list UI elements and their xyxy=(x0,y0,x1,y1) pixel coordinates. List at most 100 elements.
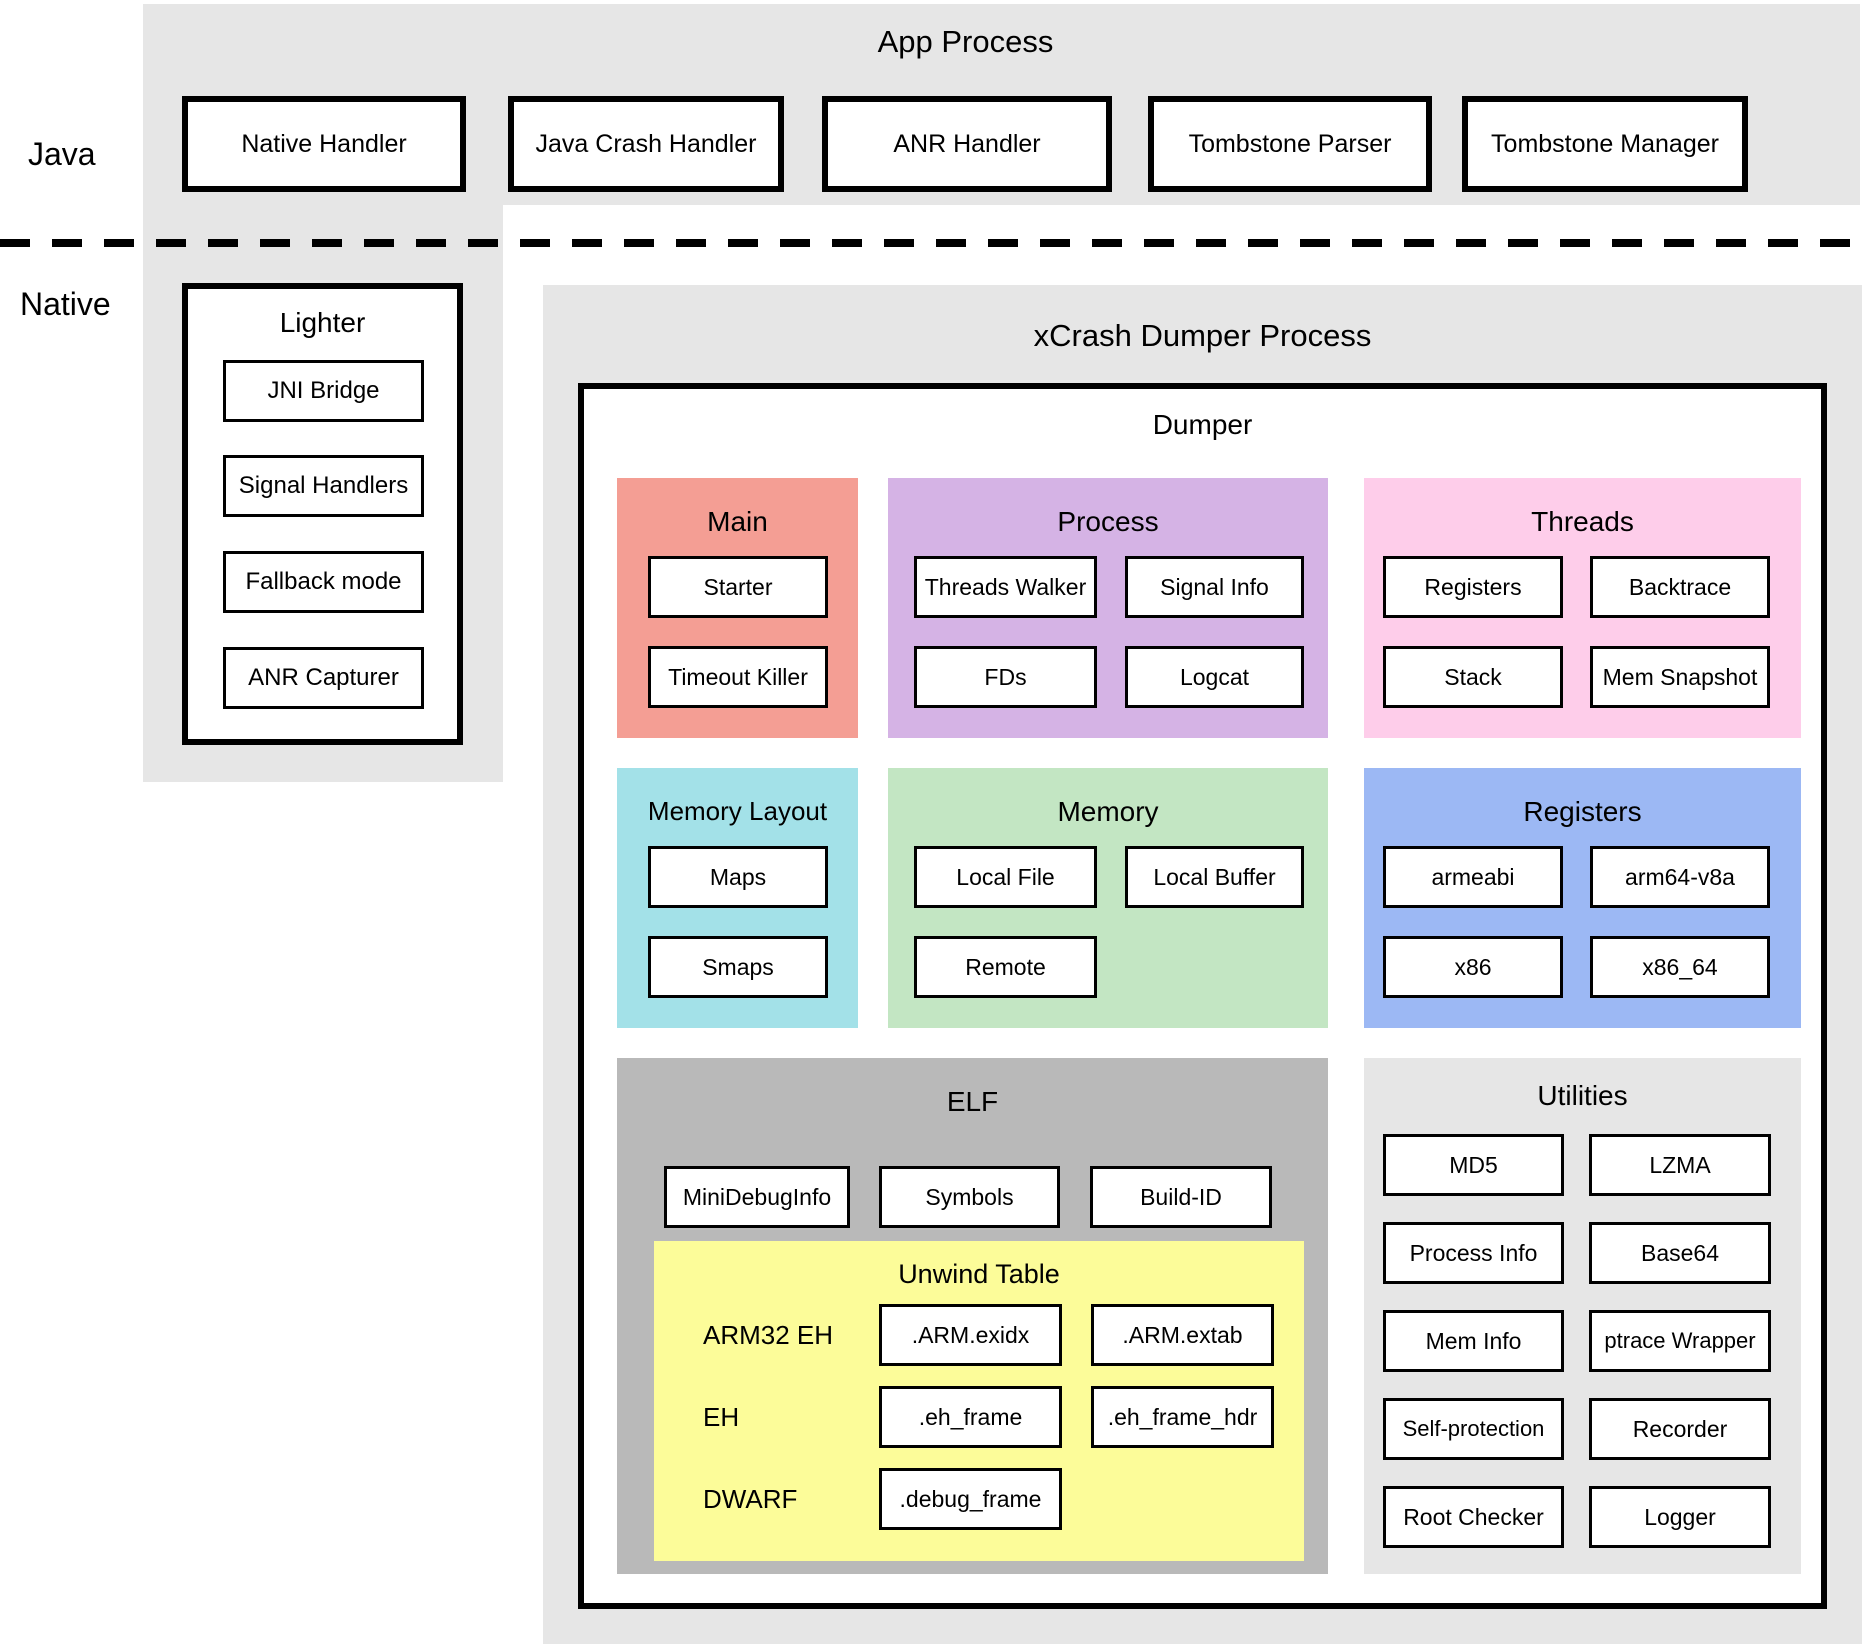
panel-main-title: Main xyxy=(707,506,768,537)
box-eh-frame-hdr-label: .eh_frame_hdr xyxy=(1107,1403,1258,1430)
box-anr-handler-label: ANR Handler xyxy=(893,129,1041,158)
box-threads-walker: Threads Walker xyxy=(914,556,1097,618)
panel-memory-layout: Memory Layout Maps Smaps xyxy=(617,768,858,1028)
unwind-row-eh-label: EH xyxy=(703,1401,740,1432)
box-minidebuginfo: MiniDebugInfo xyxy=(664,1166,850,1228)
box-tombstone-parser: Tombstone Parser xyxy=(1148,96,1432,192)
box-signal-handlers: Signal Handlers xyxy=(223,455,424,517)
box-logcat: Logcat xyxy=(1125,646,1304,708)
xcrash-dumper-process-title: xCrash Dumper Process xyxy=(1033,318,1372,353)
panel-elf: ELF MiniDebugInfo Symbols Build-ID Unwin… xyxy=(617,1058,1328,1574)
box-remote-label: Remote xyxy=(965,953,1046,980)
box-armeabi-label: armeabi xyxy=(1431,863,1515,890)
box-lzma-label: LZMA xyxy=(1649,1151,1711,1178)
box-recorder-label: Recorder xyxy=(1632,1415,1728,1442)
box-remote: Remote xyxy=(914,936,1097,998)
panel-utilities: Utilities MD5 LZMA Process Info Base64 M… xyxy=(1364,1058,1801,1574)
panel-memory-layout-title: Memory Layout xyxy=(647,796,828,826)
box-thread-registers: Registers xyxy=(1383,556,1563,618)
box-backtrace-label: Backtrace xyxy=(1628,573,1732,600)
dumper-container: Dumper Main Starter Timeout Killer Proce… xyxy=(578,383,1827,1609)
box-java-crash-handler-label: Java Crash Handler xyxy=(535,129,757,158)
box-timeout-killer-label: Timeout Killer xyxy=(668,663,808,690)
java-layer-label: Java xyxy=(28,136,96,172)
panel-memory: Memory Local File Local Buffer Remote xyxy=(888,768,1328,1028)
box-jni-bridge: JNI Bridge xyxy=(223,360,424,422)
panel-process: Process Threads Walker Signal Info FDs L… xyxy=(888,478,1328,738)
box-timeout-killer: Timeout Killer xyxy=(648,646,828,708)
box-symbols-label: Symbols xyxy=(925,1183,1014,1210)
box-native-handler-label: Native Handler xyxy=(241,129,407,158)
box-fallback-mode: Fallback mode xyxy=(223,551,424,613)
box-stack-label: Stack xyxy=(1444,663,1502,690)
box-eh-frame: .eh_frame xyxy=(879,1386,1062,1448)
box-self-protection-label: Self-protection xyxy=(1402,1416,1545,1441)
box-recorder: Recorder xyxy=(1589,1398,1771,1460)
box-thread-registers-label: Registers xyxy=(1424,573,1522,600)
box-eh-frame-label: .eh_frame xyxy=(918,1403,1023,1430)
xcrash-dumper-process-container: xCrash Dumper Process Dumper Main Starte… xyxy=(543,285,1862,1644)
dumper-title: Dumper xyxy=(1152,409,1253,440)
box-arm64-v8a-label: arm64-v8a xyxy=(1625,863,1735,890)
native-layer-label: Native xyxy=(20,286,111,322)
lighter-title: Lighter xyxy=(279,307,366,338)
box-local-file: Local File xyxy=(914,846,1097,908)
box-arm-extab: .ARM.extab xyxy=(1091,1304,1274,1366)
box-smaps: Smaps xyxy=(648,936,828,998)
box-tombstone-manager: Tombstone Manager xyxy=(1462,96,1748,192)
unwind-row-dwarf-label: DWARF xyxy=(703,1483,798,1514)
box-x86-64-label: x86_64 xyxy=(1642,953,1718,980)
box-local-buffer: Local Buffer xyxy=(1125,846,1304,908)
box-root-checker-label: Root Checker xyxy=(1403,1503,1544,1530)
box-arm64-v8a: arm64-v8a xyxy=(1590,846,1770,908)
box-base64-label: Base64 xyxy=(1640,1239,1719,1266)
box-x86-label: x86 xyxy=(1454,953,1492,980)
box-starter-label: Starter xyxy=(703,573,773,600)
panel-utilities-title: Utilities xyxy=(1537,1080,1628,1111)
box-build-id-label: Build-ID xyxy=(1140,1183,1222,1210)
box-tombstone-manager-label: Tombstone Manager xyxy=(1491,129,1719,158)
box-debug-frame: .debug_frame xyxy=(879,1468,1062,1530)
panel-memory-title: Memory xyxy=(1057,796,1159,827)
box-x86: x86 xyxy=(1383,936,1563,998)
box-anr-handler: ANR Handler xyxy=(822,96,1112,192)
box-arm-exidx: .ARM.exidx xyxy=(879,1304,1062,1366)
box-minidebuginfo-label: MiniDebugInfo xyxy=(682,1183,832,1210)
app-process-title: App Process xyxy=(877,24,1054,59)
panel-main: Main Starter Timeout Killer xyxy=(617,478,858,738)
box-md5-label: MD5 xyxy=(1449,1151,1498,1178)
box-java-crash-handler: Java Crash Handler xyxy=(508,96,784,192)
box-eh-frame-hdr: .eh_frame_hdr xyxy=(1091,1386,1274,1448)
box-armeabi: armeabi xyxy=(1383,846,1563,908)
box-symbols: Symbols xyxy=(879,1166,1060,1228)
box-x86-64: x86_64 xyxy=(1590,936,1770,998)
box-anr-capturer: ANR Capturer xyxy=(223,647,424,709)
box-md5: MD5 xyxy=(1383,1134,1564,1196)
box-base64: Base64 xyxy=(1589,1222,1771,1284)
panel-process-title: Process xyxy=(1057,506,1159,537)
box-maps: Maps xyxy=(648,846,828,908)
box-arm-exidx-label: .ARM.exidx xyxy=(911,1321,1030,1348)
box-backtrace: Backtrace xyxy=(1590,556,1770,618)
unwind-row-arm32-eh-label: ARM32 EH xyxy=(703,1319,834,1350)
panel-registers: Registers armeabi arm64-v8a x86 x86_64 xyxy=(1364,768,1801,1028)
box-anr-capturer-label: ANR Capturer xyxy=(248,664,399,691)
box-ptrace-wrapper-label: ptrace Wrapper xyxy=(1604,1328,1756,1353)
box-process-info-label: Process Info xyxy=(1409,1239,1538,1266)
box-debug-frame-label: .debug_frame xyxy=(899,1485,1042,1512)
box-stack: Stack xyxy=(1383,646,1563,708)
box-signal-info: Signal Info xyxy=(1125,556,1304,618)
box-mem-snapshot-label: Mem Snapshot xyxy=(1602,663,1758,690)
box-local-file-label: Local File xyxy=(956,863,1055,890)
box-build-id: Build-ID xyxy=(1090,1166,1272,1228)
box-fallback-mode-label: Fallback mode xyxy=(245,568,402,595)
box-mem-info: Mem Info xyxy=(1383,1310,1564,1372)
box-logcat-label: Logcat xyxy=(1179,663,1250,690)
box-signal-handlers-label: Signal Handlers xyxy=(238,472,409,499)
box-mem-info-label: Mem Info xyxy=(1425,1327,1522,1354)
panel-threads: Threads Registers Backtrace Stack Mem Sn… xyxy=(1364,478,1801,738)
box-signal-info-label: Signal Info xyxy=(1160,573,1269,600)
box-fds: FDs xyxy=(914,646,1097,708)
box-threads-walker-label: Threads Walker xyxy=(924,573,1087,600)
box-self-protection: Self-protection xyxy=(1383,1398,1564,1460)
